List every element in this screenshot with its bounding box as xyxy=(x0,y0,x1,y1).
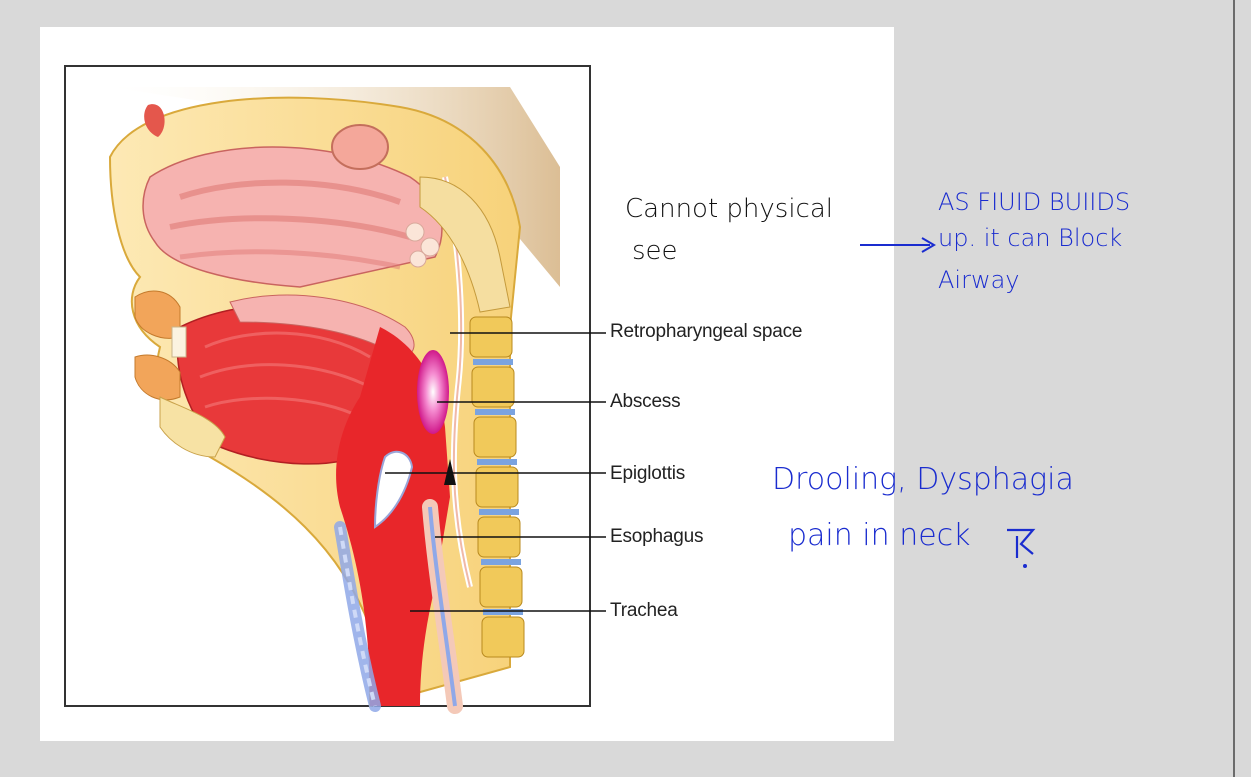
note-cannot-see-line2: see xyxy=(632,236,678,266)
symptom-mark-icon xyxy=(1007,528,1036,568)
epiglottis-structure xyxy=(373,450,414,529)
frontal-sinus xyxy=(144,104,165,137)
note-symptoms-line1: Drooling, Dysphagia xyxy=(772,462,1074,497)
neck-sagittal-illustration xyxy=(64,65,606,714)
skull-base xyxy=(419,176,511,313)
label-retropharyngeal-space: Retropharyngeal space xyxy=(610,321,803,342)
lower-lip xyxy=(134,354,181,401)
page-edge-rule xyxy=(1233,0,1235,777)
note-cannot-see-line1: Cannot physical xyxy=(625,194,833,224)
note-fluid-line2: up. it can Block xyxy=(938,224,1123,252)
mandible xyxy=(159,396,226,458)
abscess-mass xyxy=(417,350,449,434)
note-fluid-line3: Airway xyxy=(938,266,1020,294)
note-fluid-line1: AS FIUID BUIIDS xyxy=(938,188,1131,216)
anatomy-figure: Retropharyngeal space Abscess Epiglottis… xyxy=(40,27,894,741)
sphenoid-sinus xyxy=(331,124,389,170)
soft-palate xyxy=(229,294,415,358)
label-trachea: Trachea xyxy=(610,600,678,621)
note-symptoms-line2: pain in neck xyxy=(788,518,971,553)
label-abscess: Abscess xyxy=(610,391,681,412)
label-esophagus: Esophagus xyxy=(610,526,704,547)
annotation-arrow xyxy=(860,237,936,253)
label-epiglottis: Epiglottis xyxy=(610,463,686,484)
